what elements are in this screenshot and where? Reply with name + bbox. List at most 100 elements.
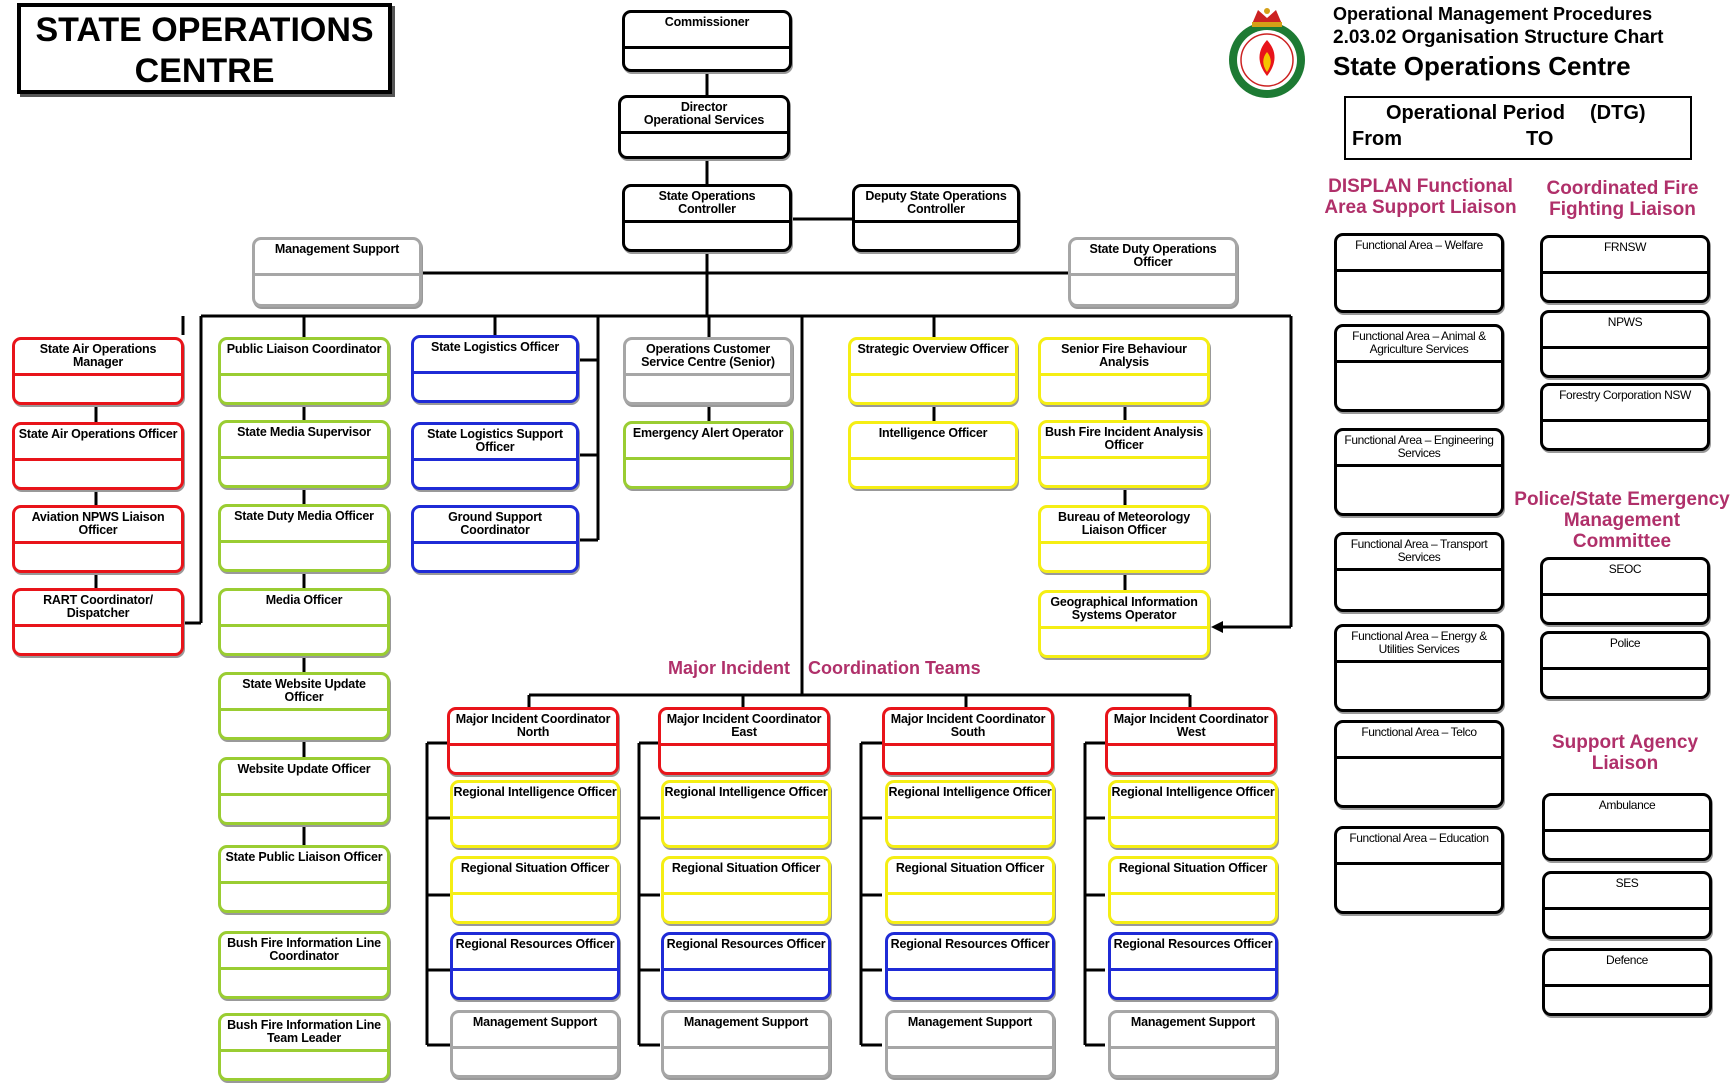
team-member-box: Regional Resources Officer: [1108, 932, 1278, 1000]
support-agency-box: SES: [1542, 871, 1712, 939]
team-member-box: Management Support: [450, 1010, 620, 1078]
team-member-box: Regional Situation Officer: [450, 856, 620, 924]
team-coordinator-box-label: Major Incident Coordinator North: [450, 710, 616, 746]
management-support-box-label: Management Support: [255, 240, 419, 276]
team-member-box: Regional Resources Officer: [450, 932, 620, 1000]
police-heading: Police/State Emergency Management Commit…: [1514, 489, 1730, 552]
commissioner-box-label: Commissioner: [625, 13, 789, 49]
air-ops-box: Aviation NPWS Liaison Officer: [12, 505, 184, 573]
team-member-box: Management Support: [1108, 1010, 1278, 1078]
public-liaison-box: Media Officer: [218, 588, 390, 656]
deputy-controller-box-label: Deputy State Operations Controller: [855, 187, 1017, 223]
coordination-teams-label: Coordination Teams: [808, 658, 981, 678]
police-box: SEOC: [1540, 557, 1710, 625]
team-member-box-label: Regional Situation Officer: [1111, 859, 1275, 895]
director-box: Director Operational Services: [618, 95, 790, 159]
team-member-box: Regional Resources Officer: [661, 932, 831, 1000]
team-member-box: Regional Intelligence Officer: [661, 780, 831, 848]
customer-service-box-label: Emergency Alert Operator: [626, 424, 790, 460]
team-member-box: Management Support: [885, 1010, 1055, 1078]
public-liaison-box: State Duty Media Officer: [218, 504, 390, 572]
public-liaison-box-label: Website Update Officer: [221, 760, 387, 796]
public-liaison-box-label: State Media Supervisor: [221, 423, 387, 459]
team-member-box-label: Management Support: [888, 1013, 1052, 1049]
team-member-box-label: Regional Situation Officer: [664, 859, 828, 895]
team-member-box-label: Regional Resources Officer: [888, 935, 1052, 971]
team-coordinator-box: Major Incident Coordinator East: [658, 707, 830, 775]
displan-box: Functional Area – Transport Services: [1334, 532, 1504, 612]
team-member-box: Regional Intelligence Officer: [450, 780, 620, 848]
team-coordinator-box-label: Major Incident Coordinator East: [661, 710, 827, 746]
controller-box: State Operations Controller: [622, 184, 792, 252]
team-member-box-label: Management Support: [1111, 1013, 1275, 1049]
team-member-box-label: Regional Intelligence Officer: [1111, 783, 1275, 819]
support-heading: Support Agency Liaison: [1551, 732, 1699, 774]
fire-behaviour-box-label: Senior Fire Behaviour Analysis: [1041, 340, 1207, 376]
team-member-box-label: Regional Intelligence Officer: [453, 783, 617, 819]
displan-box-label: Functional Area – Education: [1337, 829, 1501, 865]
from-label: From: [1352, 128, 1402, 150]
director-box-label: Director Operational Services: [621, 98, 787, 134]
public-liaison-box-label: Public Liaison Coordinator: [221, 340, 387, 376]
air-ops-box: State Air Operations Manager: [12, 337, 184, 405]
centre-name: State Operations Centre: [1333, 51, 1631, 81]
firefighting-box-label: Forestry Corporation NSW: [1543, 386, 1707, 422]
team-member-box: Regional Intelligence Officer: [1108, 780, 1278, 848]
team-member-box-label: Regional Resources Officer: [664, 935, 828, 971]
public-liaison-box-label: Bush Fire Information Line Coordinator: [221, 934, 387, 970]
customer-service-box: Operations Customer Service Centre (Seni…: [623, 337, 793, 405]
public-liaison-box: State Public Liaison Officer: [218, 845, 390, 913]
support-agency-box-label: Ambulance: [1545, 796, 1709, 832]
public-liaison-box: Website Update Officer: [218, 757, 390, 825]
displan-box-label: Functional Area – Engineering Services: [1337, 431, 1501, 467]
controller-box-label: State Operations Controller: [625, 187, 789, 223]
support-agency-box-label: SES: [1545, 874, 1709, 910]
air-ops-box: State Air Operations Officer: [12, 422, 184, 490]
displan-box-label: Functional Area – Transport Services: [1337, 535, 1501, 571]
public-liaison-box: State Media Supervisor: [218, 420, 390, 488]
team-coordinator-box: Major Incident Coordinator West: [1105, 707, 1277, 775]
to-label: TO: [1526, 128, 1554, 150]
logistics-box: State Logistics Support Officer: [411, 422, 579, 490]
public-liaison-box: Bush Fire Information Line Coordinator: [218, 931, 390, 999]
police-box-label: Police: [1543, 634, 1707, 670]
displan-box-label: Functional Area – Telco: [1337, 723, 1501, 759]
team-member-box-label: Regional Intelligence Officer: [664, 783, 828, 819]
air-ops-box-label: State Air Operations Officer: [15, 425, 181, 461]
displan-heading: DISPLAN Functional Area Support Liaison: [1324, 176, 1517, 218]
logistics-box-label: State Logistics Support Officer: [414, 425, 576, 461]
team-member-box: Regional Situation Officer: [661, 856, 831, 924]
fire-behaviour-box: Senior Fire Behaviour Analysis: [1038, 337, 1210, 405]
customer-service-box: Emergency Alert Operator: [623, 421, 793, 489]
page-title-text: STATE OPERATIONS CENTRE: [35, 11, 374, 90]
public-liaison-box-label: State Duty Media Officer: [221, 507, 387, 543]
support-agency-box-label: Defence: [1545, 951, 1709, 987]
fire-behaviour-box: Geographical Information Systems Operato…: [1038, 590, 1210, 658]
operational-period-box: Operational Period (DTG) From TO: [1344, 96, 1692, 160]
displan-box-label: Functional Area – Energy & Utilities Ser…: [1337, 627, 1501, 663]
firefighting-box: NPWS: [1540, 310, 1710, 378]
strategic-box-label: Strategic Overview Officer: [851, 340, 1015, 376]
logistics-box-label: State Logistics Officer: [414, 338, 576, 374]
team-member-box: Regional Resources Officer: [885, 932, 1055, 1000]
operational-period-label: Operational Period: [1386, 102, 1565, 124]
public-liaison-box: Public Liaison Coordinator: [218, 337, 390, 405]
dtg-label: (DTG): [1590, 102, 1646, 124]
duty-officer-box: State Duty Operations Officer: [1068, 237, 1238, 307]
customer-service-box-label: Operations Customer Service Centre (Seni…: [626, 340, 790, 376]
public-liaison-box-label: Bush Fire Information Line Team Leader: [221, 1016, 387, 1052]
displan-box: Functional Area – Engineering Services: [1334, 428, 1504, 516]
displan-box: Functional Area – Energy & Utilities Ser…: [1334, 624, 1504, 712]
displan-box: Functional Area – Welfare: [1334, 233, 1504, 313]
air-ops-box-label: Aviation NPWS Liaison Officer: [15, 508, 181, 544]
team-member-box-label: Regional Resources Officer: [1111, 935, 1275, 971]
public-liaison-box-label: State Website Update Officer: [221, 675, 387, 711]
firefighting-box-label: FRNSW: [1543, 238, 1707, 274]
firefighting-box: Forestry Corporation NSW: [1540, 383, 1710, 451]
deputy-controller-box: Deputy State Operations Controller: [852, 184, 1020, 252]
public-liaison-box: Bush Fire Information Line Team Leader: [218, 1013, 390, 1081]
displan-box: Functional Area – Animal & Agriculture S…: [1334, 324, 1504, 412]
logistics-box: State Logistics Officer: [411, 335, 579, 403]
team-coordinator-box: Major Incident Coordinator South: [882, 707, 1054, 775]
